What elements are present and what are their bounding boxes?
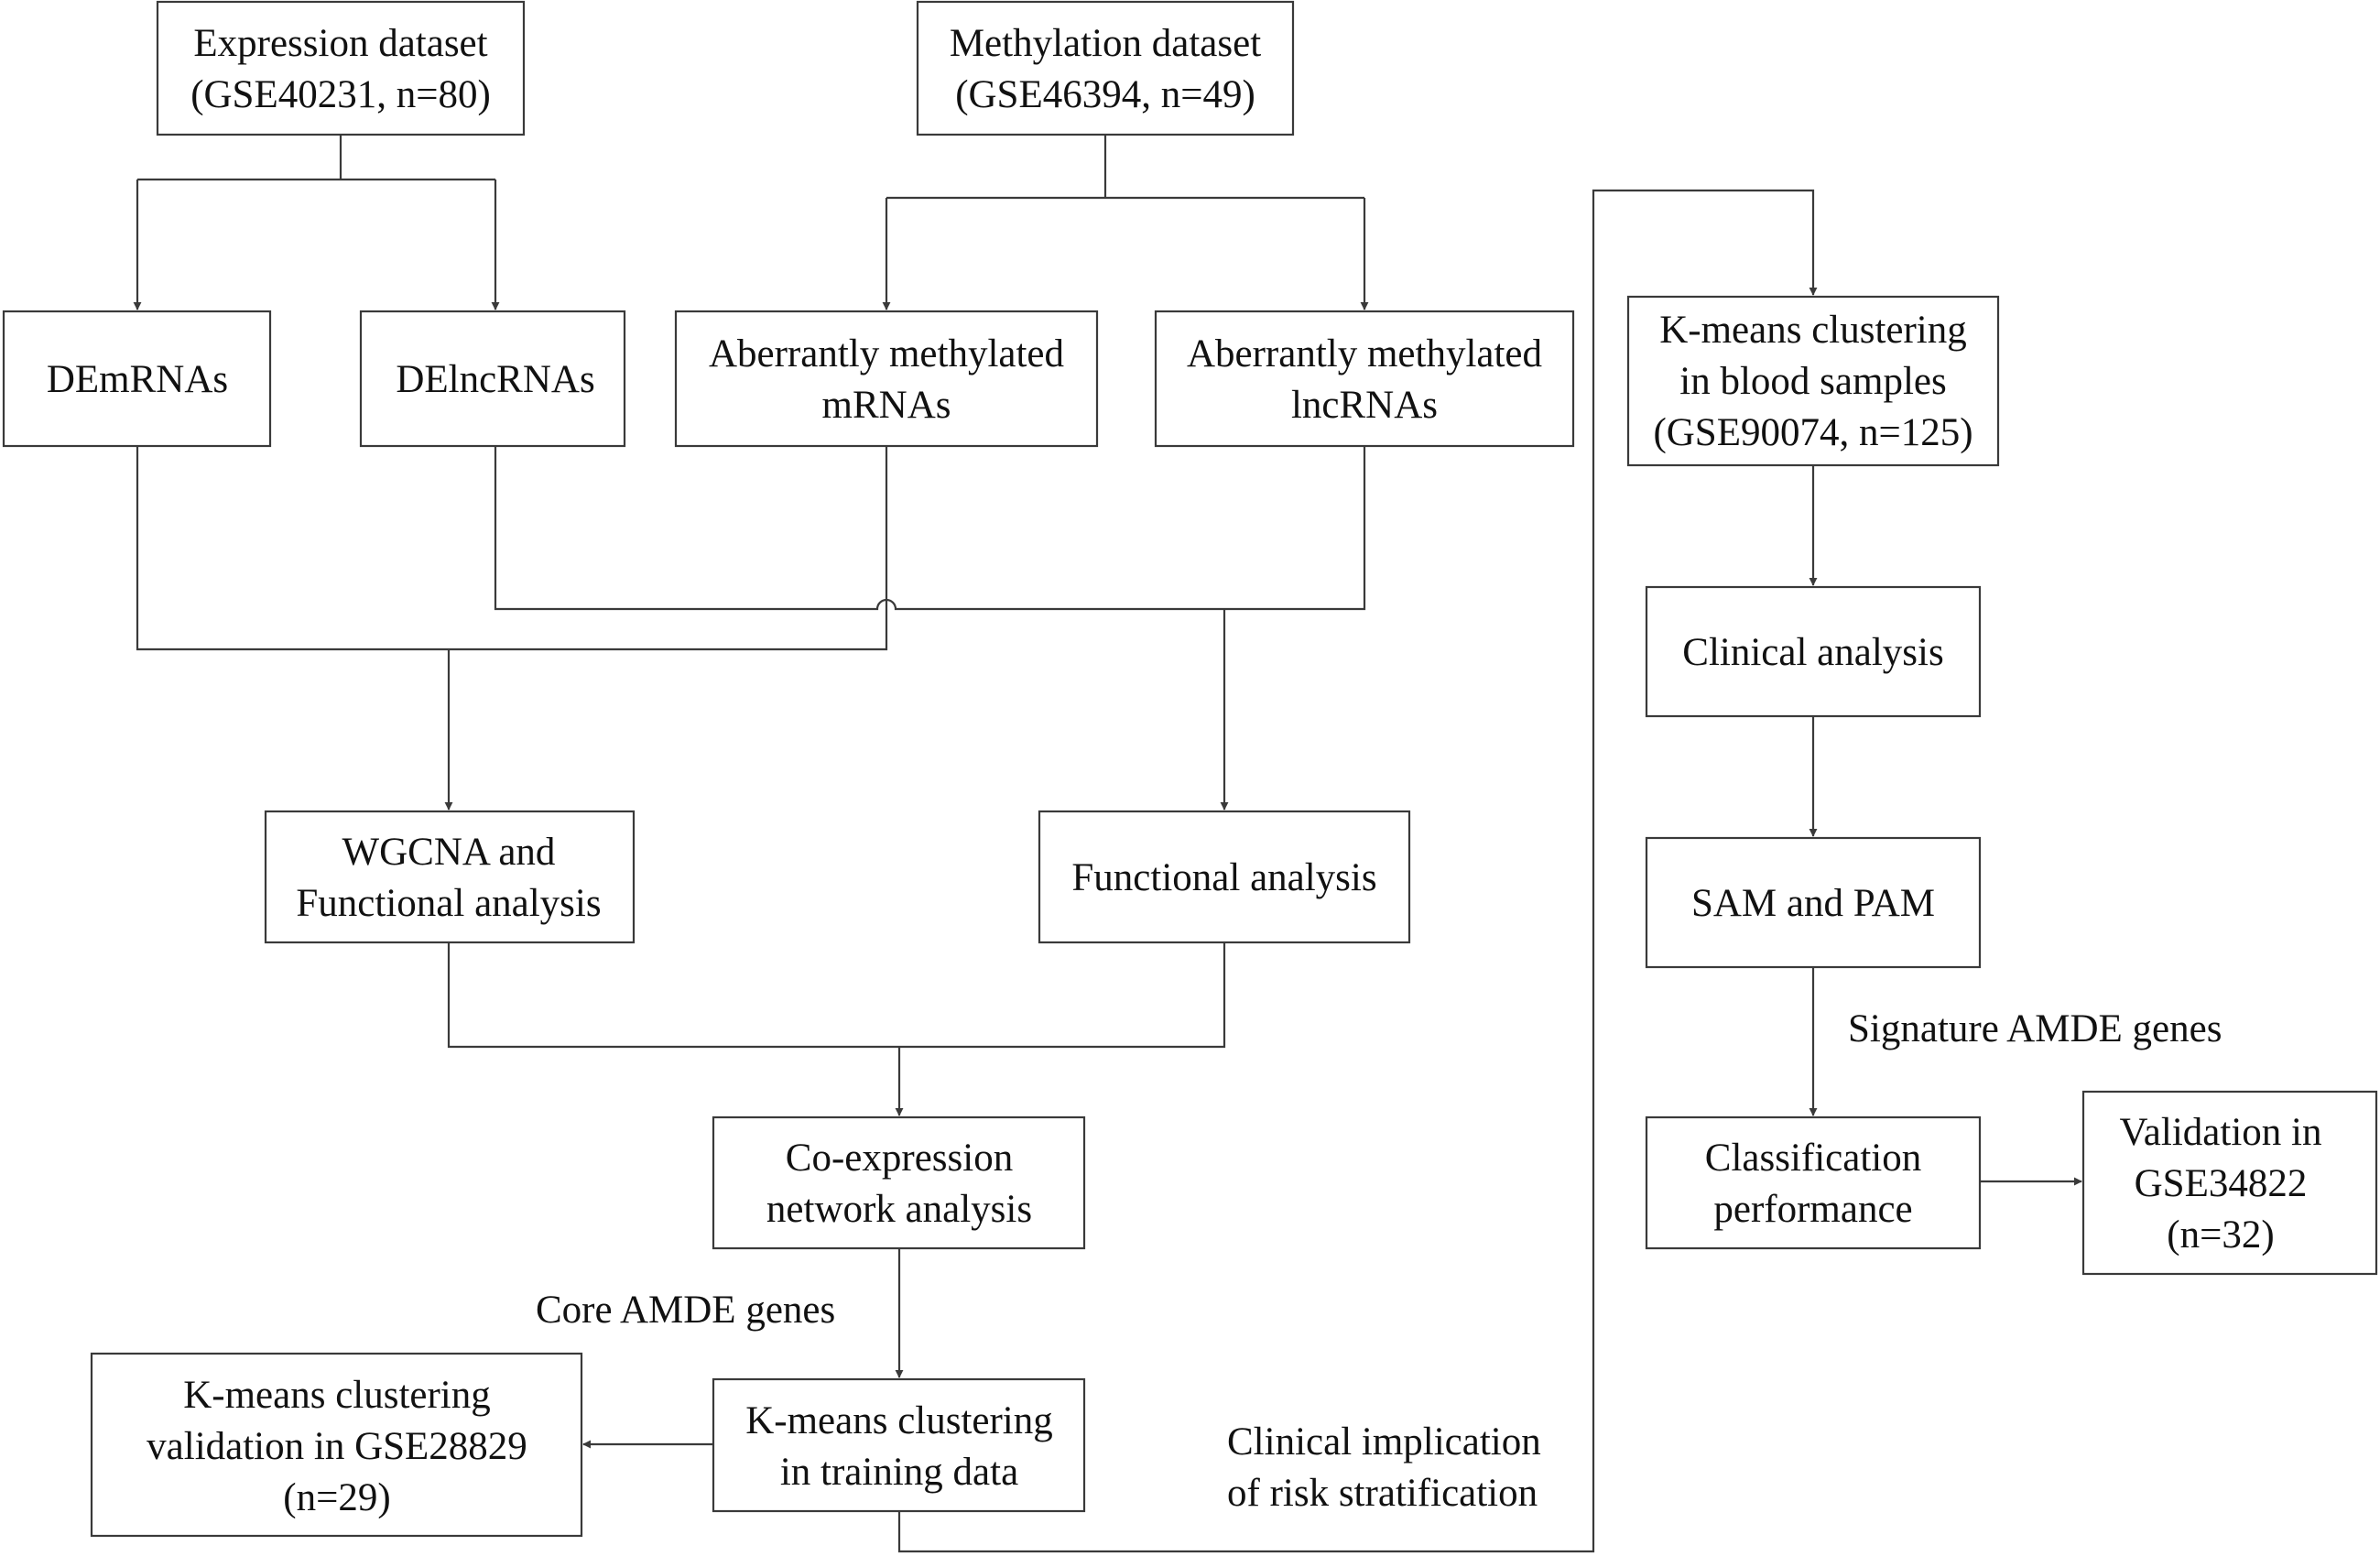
edge-label-core-amde-genes: Core AMDE genes xyxy=(536,1289,835,1332)
node-methylation-dataset: Methylation dataset (GSE46394, n=49) xyxy=(916,0,1295,136)
node-aberrantly-methylated-mrnas: Aberrantly methylated mRNAs xyxy=(674,310,1099,448)
node-label-line: (GSE90074, n=125) xyxy=(1653,411,1972,454)
node-coexpression-network: Co-expression network analysis xyxy=(712,1115,1086,1250)
node-label-line: WGCNA and xyxy=(342,831,556,874)
node-kmeans-training-label: K-means clustering in training data xyxy=(745,1399,1053,1494)
edge-label-signature-amde-genes: Signature AMDE genes xyxy=(1848,1007,2222,1050)
node-kmeans-training: K-means clustering in training data xyxy=(712,1377,1086,1513)
node-sam-pam-label: SAM and PAM xyxy=(1691,882,1935,925)
node-aberrantly-methylated-mrnas-label: Aberrantly methylated mRNAs xyxy=(709,332,1064,427)
node-label-line: (n=32) xyxy=(2167,1213,2274,1257)
edge-methylation-split xyxy=(886,135,1364,200)
node-label-line: Aberrantly methylated xyxy=(709,332,1064,375)
node-label-line: network analysis xyxy=(766,1188,1032,1231)
node-classification-performance: Classification performance xyxy=(1645,1115,1982,1250)
node-methylation-dataset-label: Methylation dataset (GSE46394, n=49) xyxy=(950,22,1261,116)
node-label-line: Functional analysis xyxy=(296,882,601,925)
edge-label-clinical-implication-line2: of risk stratification xyxy=(1227,1472,1538,1515)
node-label-line: SAM and PAM xyxy=(1691,882,1935,925)
node-label-line: Validation in xyxy=(2120,1111,2322,1154)
node-kmeans-validation: K-means clustering validation in GSE28829… xyxy=(90,1352,583,1538)
node-aberrantly-methylated-lncrnas: Aberrantly methylated lncRNAs xyxy=(1154,310,1575,448)
node-label-line: Clinical analysis xyxy=(1682,631,1943,674)
node-label-line: K-means clustering xyxy=(183,1374,491,1417)
node-coexpression-network-label: Co-expression network analysis xyxy=(766,1137,1032,1231)
node-clinical-analysis-label: Clinical analysis xyxy=(1682,631,1943,674)
node-validation-gse34822-label: Validation in GSE34822 (n=32) xyxy=(2120,1111,2322,1257)
edge-kmeans-training-to-blood xyxy=(897,189,1818,1553)
node-expression-dataset-label: Expression dataset (GSE40231, n=80) xyxy=(190,22,491,116)
node-kmeans-blood: K-means clustering in blood samples (GSE90… xyxy=(1626,295,2000,467)
node-label-line: Co-expression xyxy=(786,1137,1013,1180)
node-label-line: Methylation dataset xyxy=(950,22,1261,65)
node-demrnas-label: DEmRNAs xyxy=(47,358,228,401)
edge-expression-split xyxy=(137,135,495,181)
node-expression-dataset: Expression dataset (GSE40231, n=80) xyxy=(156,0,526,136)
edge-lncrna-merge xyxy=(494,446,1366,611)
node-label-line: K-means clustering xyxy=(745,1399,1053,1442)
node-classification-performance-label: Classification performance xyxy=(1705,1137,1921,1231)
edge-label-clinical-implication-line1: Clinical implication xyxy=(1227,1420,1541,1464)
node-label-line: in training data xyxy=(780,1451,1018,1494)
node-demrnas: DEmRNAs xyxy=(2,310,272,448)
node-kmeans-validation-label: K-means clustering validation in GSE28829… xyxy=(147,1374,527,1519)
node-label-line: mRNAs xyxy=(822,384,951,427)
node-label-line: GSE34822 xyxy=(2135,1162,2308,1205)
node-delncrnas-label: DElncRNAs xyxy=(396,358,594,401)
node-sam-pam: SAM and PAM xyxy=(1645,836,1982,969)
node-validation-gse34822: Validation in GSE34822 (n=32) xyxy=(2081,1090,2378,1276)
edge-demrnas-mrna-merge xyxy=(136,446,888,651)
node-label-line: validation in GSE28829 xyxy=(147,1425,527,1468)
node-label-line: Functional analysis xyxy=(1071,856,1376,899)
node-label-line: (GSE46394, n=49) xyxy=(955,73,1255,116)
node-label-line: Aberrantly methylated xyxy=(1187,332,1542,375)
node-functional-analysis: Functional analysis xyxy=(1038,810,1411,944)
node-label-line: (n=29) xyxy=(283,1476,390,1519)
node-label-line: in blood samples xyxy=(1679,360,1946,403)
node-aberrantly-methylated-lncrnas-label: Aberrantly methylated lncRNAs xyxy=(1187,332,1542,427)
node-functional-analysis-label: Functional analysis xyxy=(1071,856,1376,899)
node-label-line: DElncRNAs xyxy=(396,358,594,401)
node-label-line: K-means clustering xyxy=(1659,309,1967,352)
node-label-line: Classification xyxy=(1705,1137,1921,1180)
node-delncrnas: DElncRNAs xyxy=(359,310,626,448)
node-label-line: Expression dataset xyxy=(193,22,487,65)
node-kmeans-blood-label: K-means clustering in blood samples (GSE90… xyxy=(1653,309,1972,454)
node-clinical-analysis: Clinical analysis xyxy=(1645,585,1982,718)
edge-label-clinical-implication: Clinical implication of risk stratificat… xyxy=(1227,1420,1551,1515)
node-label-line: DEmRNAs xyxy=(47,358,228,401)
node-label-line: (GSE40231, n=80) xyxy=(190,73,491,116)
node-label-line: lncRNAs xyxy=(1291,384,1438,427)
edge-analysis-merge xyxy=(447,942,1226,1049)
node-label-line: performance xyxy=(1713,1188,1912,1231)
